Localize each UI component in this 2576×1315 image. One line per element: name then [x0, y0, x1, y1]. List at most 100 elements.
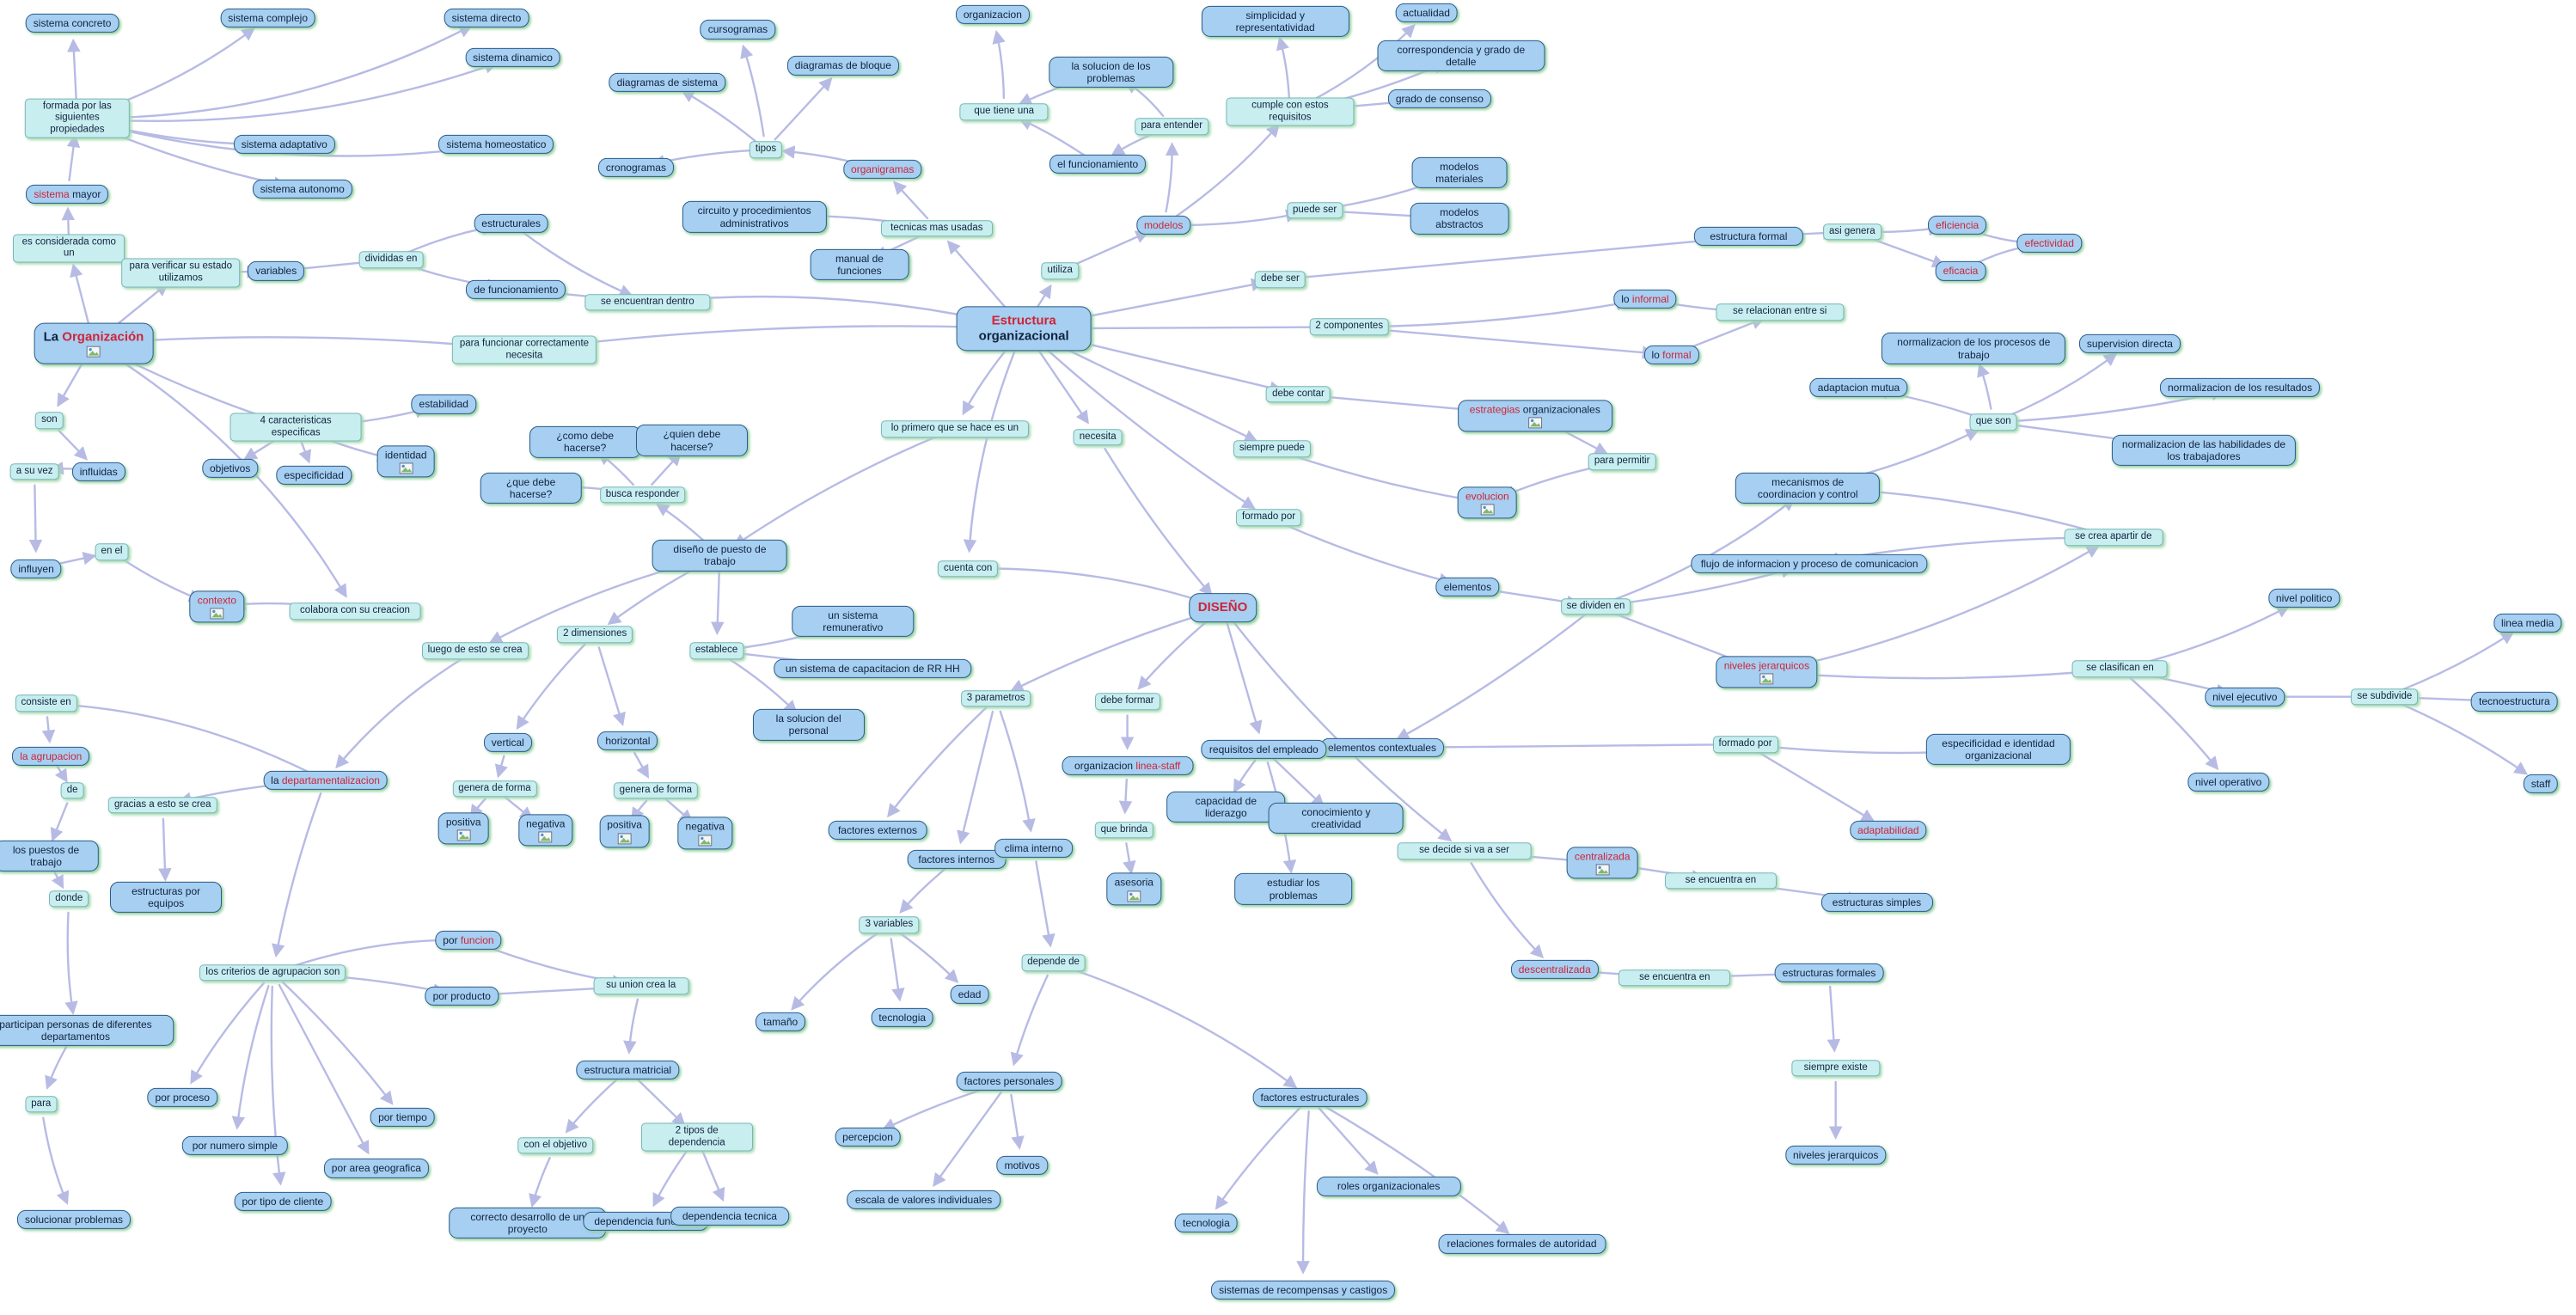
linking-phrase-se-encuentran-dentro[interactable]: se encuentran dentro [584, 294, 710, 311]
linking-phrase-para-permitir[interactable]: para permitir [1588, 453, 1656, 471]
concept-factores-internos[interactable]: factores internos [907, 849, 1007, 870]
concept-horizontal[interactable]: horizontal [597, 731, 658, 751]
linking-phrase-genera-forma-1[interactable]: genera de forma [452, 780, 537, 798]
concept-diagramas-sistema[interactable]: diagramas de sistema [609, 72, 725, 92]
concept-influyen[interactable]: influyen [10, 559, 62, 578]
concept-adaptabilidad[interactable]: adaptabilidad [1850, 820, 1927, 840]
concept-mecanismos[interactable]: mecanismos de coordinacion y control [1735, 472, 1881, 505]
concept-modelos[interactable]: modelos [1136, 215, 1191, 235]
concept-por-timepo[interactable]: por tiempo [370, 1108, 435, 1128]
concept-estrategias[interactable]: estrategias organizacionales [1457, 400, 1612, 432]
concept-organizacion-linea-staff[interactable]: organizacion linea-staff [1062, 755, 1194, 776]
concept-centralizada[interactable]: centralizada [1566, 847, 1638, 879]
concept-como-debe[interactable]: ¿como debe hacerse? [529, 426, 641, 458]
linking-phrase-para-entender[interactable]: para entender [1135, 118, 1209, 135]
concept-capacidad-liderazgo[interactable]: capacidad de liderazgo [1166, 791, 1286, 823]
concept-linea-media[interactable]: linea media [2493, 613, 2562, 633]
linking-phrase-son[interactable]: son [35, 412, 64, 430]
concept-asesoria[interactable]: asesoria [1106, 872, 1161, 905]
resource-icon[interactable] [617, 833, 632, 845]
resource-icon[interactable] [1480, 504, 1495, 516]
concept-solucionar[interactable]: solucionar problemas [17, 1209, 132, 1229]
resource-icon[interactable] [399, 462, 413, 474]
linking-phrase-a-su-vez[interactable]: a su vez [9, 462, 59, 480]
linking-phrase-se-relacionan[interactable]: se relacionan entre si [1716, 303, 1845, 321]
linking-phrase-dos-componentes[interactable]: 2 componentes [1309, 318, 1390, 336]
concept-estabilidad[interactable]: estabilidad [411, 394, 476, 414]
linking-phrase-donde[interactable]: donde [49, 890, 89, 908]
concept-estructuras-formales[interactable]: estructuras formales [1774, 963, 1884, 982]
resource-icon[interactable] [1127, 890, 1141, 902]
concept-especificidad[interactable]: especificidad [276, 465, 352, 485]
concept-tecnologia-2[interactable]: tecnologia [1175, 1213, 1238, 1232]
concept-nivel-operativo[interactable]: nivel operativo [2187, 773, 2270, 792]
concept-por-numero[interactable]: por numero simple [182, 1135, 288, 1155]
resource-icon[interactable] [538, 831, 553, 843]
linking-phrase-tipos[interactable]: tipos [749, 141, 783, 158]
concept-estructura-matricial[interactable]: estructura matricial [576, 1060, 680, 1080]
concept-por-funcion[interactable]: por funcion [435, 930, 502, 950]
concept-por-proceso[interactable]: por proceso [147, 1088, 217, 1108]
concept-efectividad[interactable]: efectividad [2016, 233, 2082, 254]
linking-phrase-con-objetivo[interactable]: con el objetivo [517, 1136, 594, 1154]
concept-solucion-personal[interactable]: la solucion del personal [752, 709, 865, 741]
concept-identidad[interactable]: identidad [376, 445, 435, 478]
concept-sistema-dinamico[interactable]: sistema dinamico [465, 47, 560, 67]
concept-edad[interactable]: edad [950, 984, 989, 1004]
linking-phrase-su-union[interactable]: su union crea la [593, 977, 689, 994]
linking-phrase-asi-genera[interactable]: asi genera [1822, 223, 1882, 241]
concept-sistema-concreto[interactable]: sistema concreto [25, 13, 119, 33]
concept-sistema-capasitacion[interactable]: un sistema de capacitacion de RR HH [774, 659, 971, 679]
concept-eficiencia[interactable]: eficiencia [1928, 215, 1987, 235]
linking-phrase-que-tiene-una[interactable]: que tiene una [959, 103, 1049, 120]
concept-sistemas-recompensas[interactable]: sistemas de recompensas y castigos [1211, 1280, 1396, 1300]
concept-circuito[interactable]: circuito y procedimientos administrativo… [682, 201, 827, 233]
linking-phrase-consiste-en[interactable]: consiste en [15, 694, 77, 713]
concept-positiva-1[interactable]: positiva [437, 812, 489, 845]
linking-phrase-es-considerada[interactable]: es considerada como un [13, 234, 125, 263]
concept-lo-formal[interactable]: lo formal [1643, 345, 1699, 365]
linking-phrase-establece[interactable]: establece [689, 642, 744, 659]
concept-relaciones-formales[interactable]: relaciones formales de autoridad [1437, 1234, 1606, 1254]
concept-modelos-materiales[interactable]: modelos materiales [1411, 156, 1508, 188]
linking-phrase-cumple-requizitos[interactable]: cumple con estos requisitos [1226, 97, 1355, 126]
concept-la-organizacion[interactable]: La Organización [34, 322, 154, 364]
concept-influidas[interactable]: influidas [71, 462, 125, 481]
concept-organizacion-top[interactable]: organizacion [955, 5, 1030, 25]
concept-requisitos-empleado[interactable]: requisitos del empleado [1201, 739, 1326, 759]
concept-supervision-directa[interactable]: supervision directa [2078, 333, 2181, 353]
linking-phrase-para-verificar[interactable]: para verificar su estado utilizamos [121, 258, 241, 287]
concept-positiva-2[interactable]: positiva [599, 815, 650, 848]
resource-icon[interactable] [1595, 864, 1610, 876]
linking-phrase-formado-por-1[interactable]: formado por [1236, 509, 1302, 527]
concept-factores-estructurales[interactable]: factores estructurales [1252, 1088, 1368, 1108]
concept-negativa-2[interactable]: negativa [677, 817, 732, 849]
linking-phrase-debe-formar[interactable]: debe formar [1094, 693, 1160, 711]
concept-adaptacion-mutua[interactable]: adaptacion mutua [1809, 378, 1908, 398]
concept-motivos[interactable]: motivos [996, 1155, 1048, 1175]
linking-phrase-utiliza[interactable]: utiliza [1041, 262, 1079, 280]
concept-factores-personales[interactable]: factores personales [956, 1072, 1062, 1092]
concept-estructuras-equipos[interactable]: estructuras por equipos [110, 881, 223, 914]
concept-por-producto[interactable]: por producto [425, 986, 499, 1006]
linking-phrase-divididas-en[interactable]: divididas en [358, 251, 424, 268]
linking-phrase-que-son[interactable]: que son [1969, 413, 2017, 431]
linking-phrase-dos-dimensiones[interactable]: 2 dimensiones [557, 626, 633, 643]
concept-por-tipo-cliente[interactable]: por tipo de cliente [234, 1191, 332, 1211]
linking-phrase-se-clasifican[interactable]: se clasifican en [2072, 660, 2168, 677]
linking-phrase-siempre-existe[interactable]: siempre existe [1791, 1060, 1881, 1077]
concept-sistema-directo[interactable]: sistema directo [444, 8, 529, 28]
linking-phrase-para[interactable]: para [25, 1096, 58, 1113]
concept-que-debe[interactable]: ¿que debe hacerse? [480, 472, 582, 505]
concept-estructura-formal[interactable]: estructura formal [1694, 227, 1803, 247]
concept-diagramas-bloque[interactable]: diagramas de bloque [786, 56, 899, 76]
concept-organigramas[interactable]: organigramas [843, 159, 922, 179]
linking-phrase-criterios[interactable]: los criterios de agrupacion son [199, 964, 346, 982]
concept-especificidad-identidad[interactable]: especificidad e identidad organizacional [1925, 733, 2071, 766]
concept-sistema-mayor[interactable]: sistema mayor [26, 184, 109, 204]
concept-normalizacion-procesos[interactable]: normalizacion de los procesos de trabajo [1882, 333, 2066, 364]
concept-estructura-organizacional[interactable]: Estructura organizacional [956, 306, 1092, 352]
linking-phrase-busca-responder[interactable]: busca responder [599, 486, 686, 504]
concept-escala-valores[interactable]: escala de valores individuales [846, 1190, 1001, 1209]
concept-diseno-puesto[interactable]: diseño de puesto de trabajo [652, 540, 787, 572]
